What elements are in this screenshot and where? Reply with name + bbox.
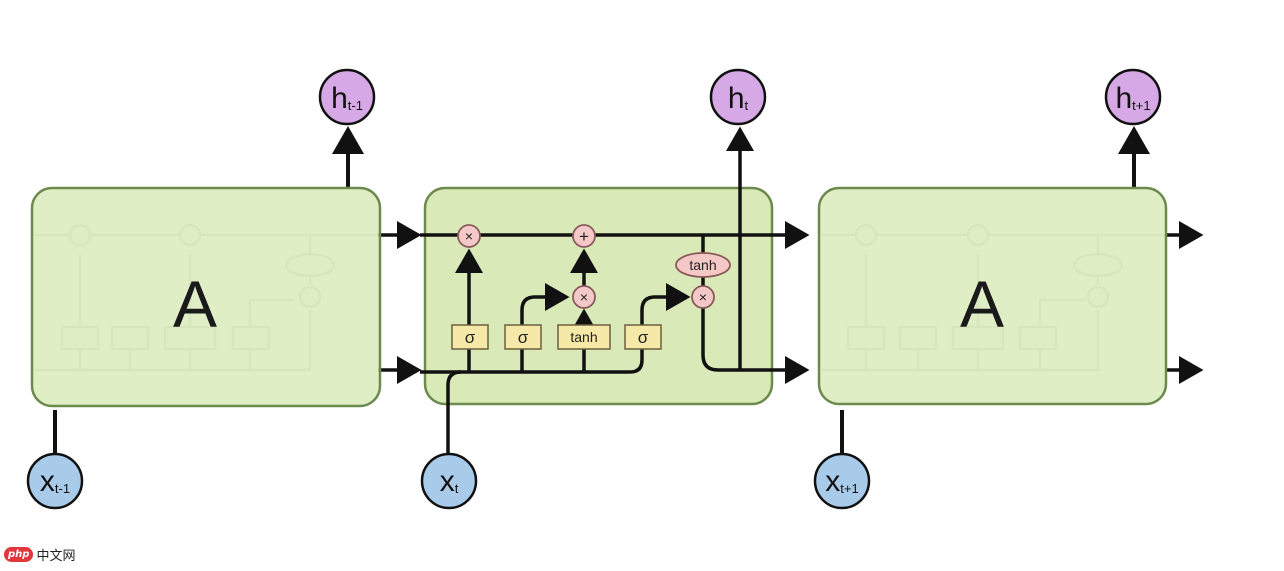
output-base: h: [728, 82, 745, 115]
tanh-op-label: tanh: [689, 257, 716, 273]
cell-box: [817, 186, 1168, 406]
svg-text:xt: xt: [440, 465, 459, 498]
output-base: h: [331, 82, 348, 115]
cell-label: A: [173, 267, 217, 341]
output-base: h: [1115, 82, 1132, 115]
input-gate-path: [520, 283, 570, 372]
hidden-out-line: [701, 308, 810, 384]
watermark: php 中文网: [4, 545, 75, 564]
add-label: +: [579, 227, 589, 246]
input-node-middle: xt: [420, 452, 478, 510]
cell-box: [423, 186, 774, 406]
input-base: x: [40, 465, 55, 498]
input-subscript: t: [455, 481, 459, 496]
output-subscript: t-1: [348, 98, 363, 113]
input-base: x: [825, 465, 840, 498]
svg-text:xt-1: xt-1: [40, 465, 70, 498]
forget-multiply-label: ×: [465, 228, 473, 244]
candidate-gate: [557, 324, 611, 350]
forget-gate-label: σ: [465, 328, 476, 347]
add-op: [572, 224, 596, 248]
output-subscript: t: [745, 98, 749, 113]
output-node-right: ht+1: [1104, 68, 1162, 126]
cell-middle: × + × × tanh σ σ tanh σ: [420, 126, 810, 455]
svg-text:ht: ht: [728, 82, 749, 115]
input-node-right: xt+1: [813, 452, 871, 510]
svg-text:ht+1: ht+1: [1115, 82, 1150, 115]
cell-left: A: [30, 126, 422, 455]
cell-right: A: [817, 126, 1204, 455]
output-subscript: t+1: [1132, 98, 1150, 113]
output-node-middle: ht: [709, 68, 767, 126]
forget-multiply-op: [457, 224, 481, 248]
svg-text:ht-1: ht-1: [331, 82, 363, 115]
output-gate: [624, 324, 662, 350]
cell-label: A: [960, 267, 1004, 341]
output-gate-label: σ: [638, 328, 649, 347]
tanh-op: [675, 252, 731, 278]
output-node-left: ht-1: [318, 68, 376, 126]
input-node-left: xt-1: [26, 452, 84, 510]
input-subscript: t-1: [55, 481, 70, 496]
watermark-text: 中文网: [36, 549, 76, 564]
watermark-logo: php: [4, 547, 34, 562]
candidate-gate-label: tanh: [570, 329, 597, 345]
input-multiply-label: ×: [580, 289, 588, 305]
output-multiply-op: [691, 285, 715, 309]
input-path: [446, 283, 691, 455]
forget-gate: [451, 324, 489, 350]
input-gate-label: σ: [518, 328, 529, 347]
input-subscript: t+1: [840, 481, 858, 496]
input-multiply-op: [572, 285, 596, 309]
input-base: x: [440, 465, 455, 498]
output-multiply-label: ×: [699, 289, 707, 305]
cell-box: [30, 186, 382, 408]
input-gate: [504, 324, 542, 350]
svg-text:xt+1: xt+1: [825, 465, 858, 498]
